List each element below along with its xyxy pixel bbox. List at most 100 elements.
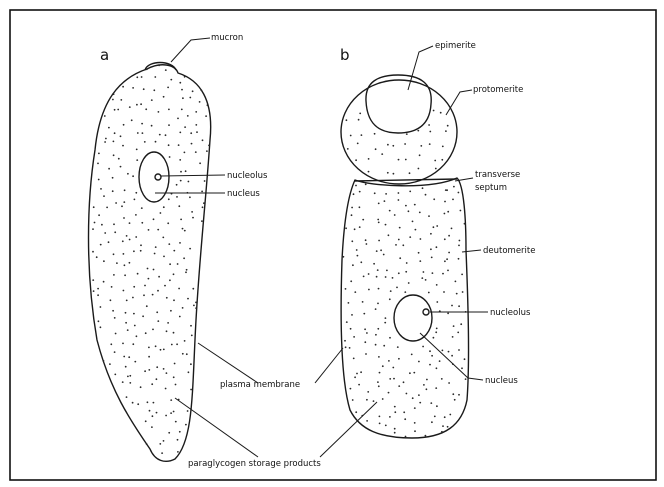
stipple-dot (173, 250, 175, 252)
stipple-dot (203, 202, 205, 204)
stipple-dot (159, 443, 161, 445)
stipple-dot (458, 305, 460, 307)
stipple-dot (352, 264, 354, 266)
stipple-dot (388, 392, 390, 394)
stipple-dot (441, 378, 443, 380)
stipple-dot (145, 108, 147, 110)
stipple-dot (448, 382, 450, 384)
stipple-dot (389, 337, 391, 339)
stipple-dot (141, 76, 143, 78)
stipple-dot (118, 158, 120, 160)
stipple-dot (141, 207, 143, 209)
stipple-dot (190, 363, 192, 365)
stipple-dot (108, 168, 110, 170)
stipple-dot (378, 240, 380, 242)
stipple-dot (431, 257, 433, 259)
stipple-dot (409, 172, 411, 174)
stipple-dot (108, 127, 110, 129)
stipple-dot (442, 350, 444, 352)
stipple-dot (413, 372, 415, 374)
stipple-dot (380, 249, 382, 251)
stipple-dot (183, 257, 185, 259)
stipple-dot (453, 325, 455, 327)
stipple-dot (441, 159, 443, 161)
stipple-dot (448, 252, 450, 254)
stipple-dot (386, 270, 388, 272)
stipple-dot (373, 400, 375, 402)
stipple-dot (384, 200, 386, 202)
stipple-dot (189, 97, 191, 99)
stipple-dot (133, 313, 135, 315)
stipple-dot (428, 292, 430, 294)
stipple-dot (114, 231, 116, 233)
stipple-dot (191, 335, 193, 337)
stipple-dot (389, 416, 391, 418)
stipple-dot (135, 236, 137, 238)
stipple-dot (344, 340, 346, 342)
stipple-dot (163, 440, 165, 442)
stipple-dot (406, 133, 408, 135)
stipple-dot (409, 191, 411, 193)
stipple-dot (384, 322, 386, 324)
stipple-dot (134, 361, 136, 363)
stipple-dot (433, 337, 435, 339)
stipple-dot (375, 344, 377, 346)
stipple-dot (398, 159, 400, 161)
stipple-dot (362, 219, 364, 221)
stipple-dot (199, 101, 201, 103)
stipple-dot (368, 171, 370, 173)
stipple-dot (136, 104, 138, 106)
stipple-dot (464, 358, 466, 360)
stipple-dot (184, 126, 186, 128)
stipple-dot (418, 361, 420, 363)
stipple-dot (127, 376, 129, 378)
stipple-dot (132, 343, 134, 345)
stipple-dot (182, 353, 184, 355)
stipple-dot (408, 282, 410, 284)
stipple-dot (419, 212, 421, 214)
stipple-dot (97, 288, 99, 290)
panel-letter-a: a (100, 46, 109, 64)
stipple-dot (378, 356, 380, 358)
stipple-dot (105, 138, 107, 140)
stipple-dot (98, 179, 100, 181)
stipple-dot (379, 416, 381, 418)
stipple-dot (359, 206, 361, 208)
stipple-dot (168, 144, 170, 146)
stipple-dot (92, 228, 94, 230)
stipple-dot (429, 143, 431, 145)
stipple-dot (134, 199, 136, 201)
stipple-dot (171, 344, 173, 346)
stipple-dot (178, 144, 180, 146)
stipple-dot (444, 201, 446, 203)
stipple-dot (123, 201, 125, 203)
stipple-dot (92, 279, 94, 281)
stipple-dot (378, 222, 380, 224)
stipple-dot (411, 354, 413, 356)
stipple-dot (443, 291, 445, 293)
stipple-dot (188, 181, 190, 183)
stipple-dot (163, 96, 165, 98)
stipple-dot (394, 411, 396, 413)
stipple-dot (348, 302, 350, 304)
stipple-dot (168, 198, 170, 200)
stipple-dot (452, 199, 454, 201)
stipple-dot (449, 414, 451, 416)
stipple-dot (151, 125, 153, 127)
stipple-dot (177, 439, 179, 441)
stipple-dot (461, 274, 463, 276)
stipple-dot (153, 402, 155, 404)
stipple-dot (104, 232, 106, 234)
stipple-dot (161, 452, 163, 454)
stipple-dot (364, 341, 366, 343)
stipple-dot (366, 420, 368, 422)
stipple-dot (143, 88, 145, 90)
stipple-dot (191, 143, 193, 145)
stipple-dot (444, 213, 446, 215)
stipple-dot (429, 364, 431, 366)
stipple-dot (428, 124, 430, 126)
stipple-dot (156, 412, 158, 414)
stipple-dot (414, 407, 416, 409)
stipple-dot (144, 285, 146, 287)
label-nucleolus-b: nucleolus (490, 308, 531, 318)
